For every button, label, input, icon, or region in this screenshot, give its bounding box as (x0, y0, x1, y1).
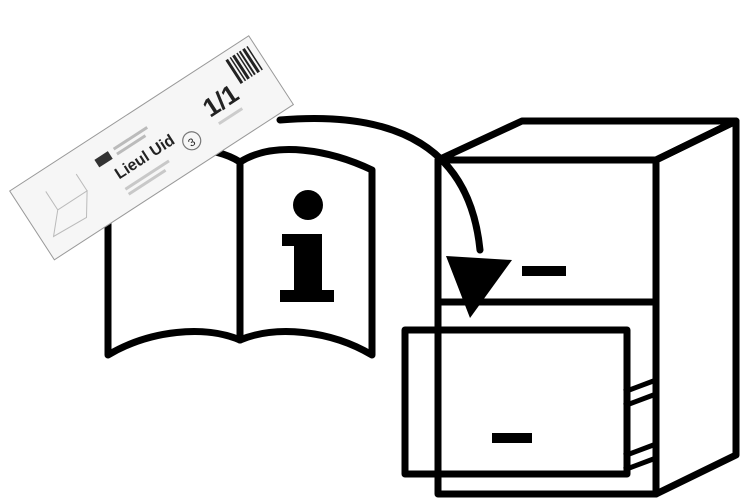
product-label: 1/1 Lieul Uid 3 (10, 36, 294, 260)
info-icon (280, 190, 334, 302)
upper-drawer-handle (522, 266, 566, 276)
cabinet-icon (438, 121, 736, 494)
drawer-handle (492, 433, 532, 443)
